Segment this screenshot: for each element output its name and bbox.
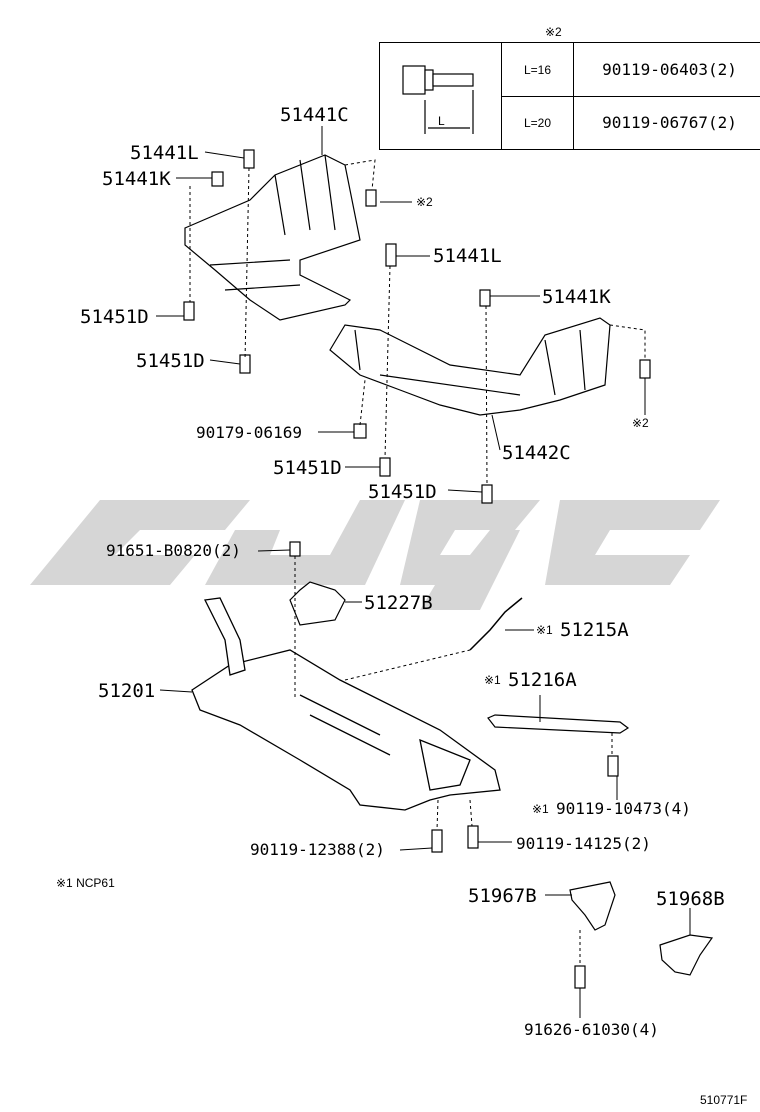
table-header-mark: ※2 [545,25,562,39]
label-90119-12388: 90119-12388(2) [250,840,385,859]
engine-under-cover-51441c [184,154,361,321]
brace-51216a [487,714,630,734]
label-mark-1: ※1 [484,673,501,687]
label-51441l: 51441L [433,245,502,267]
bracket-51967b [569,881,616,931]
part-cell-1: 90119-06403(2) [573,43,760,96]
label-51968b: 51968B [656,888,725,910]
label-91626-61030: 91626-61030(4) [524,1020,659,1039]
label-51216a: 51216A [508,669,577,691]
dimension-label: L [438,114,445,128]
label-90119-14125: 90119-14125(2) [516,834,651,853]
label-mark-1: ※1 [532,802,549,816]
length-value: L=16 [523,62,552,77]
label-51451d: 51451D [136,350,205,372]
table-divider [501,96,760,97]
length-value: L=20 [523,115,552,130]
label-mark-1: ※1 [536,623,553,637]
label-90179-06169: 90179-06169 [196,423,302,442]
length-cell-2: L=20 [501,96,573,149]
label-51215a: 51215A [560,619,629,641]
label-51451d: 51451D [368,481,437,503]
bolt-length-table: L=16 90119-06403(2) L=20 90119-06767(2) [379,42,760,150]
brace-51215a [469,597,523,651]
part-number: 90119-06767(2) [602,113,737,132]
label-51441c: 51441C [280,104,349,126]
label-mark-2: ※2 [416,195,433,209]
label-51967b: 51967B [468,885,537,907]
dashed-leaders [189,159,646,966]
label-51441l: 51441L [130,142,199,164]
label-51442c: 51442C [502,442,571,464]
engine-under-cover-51442c [329,317,611,416]
length-cell-1: L=16 [501,43,573,96]
label-51451d: 51451D [80,306,149,328]
note-ncp61: ※1 NCP61 [56,876,115,890]
bracket-51968b [659,934,714,976]
label-90119-10473: 90119-10473(4) [556,799,691,818]
stopper-bracket-51227b [289,581,346,626]
solid-leaders [156,126,691,1018]
part-cell-2: 90119-06767(2) [573,96,760,149]
bolt-illustration [402,65,474,134]
label-91651-b0820: 91651-B0820(2) [106,541,241,560]
label-51441k: 51441K [102,168,171,190]
label-51201: 51201 [98,680,156,702]
label-51451d: 51451D [273,457,342,479]
watermark [30,500,720,610]
front-crossmember-51201 [191,597,501,811]
figure-id: 510771F [700,1093,748,1107]
label-51227b: 51227B [364,592,433,614]
part-number: 90119-06403(2) [602,60,737,79]
label-mark-2: ※2 [632,416,649,430]
label-51441k: 51441K [542,286,611,308]
